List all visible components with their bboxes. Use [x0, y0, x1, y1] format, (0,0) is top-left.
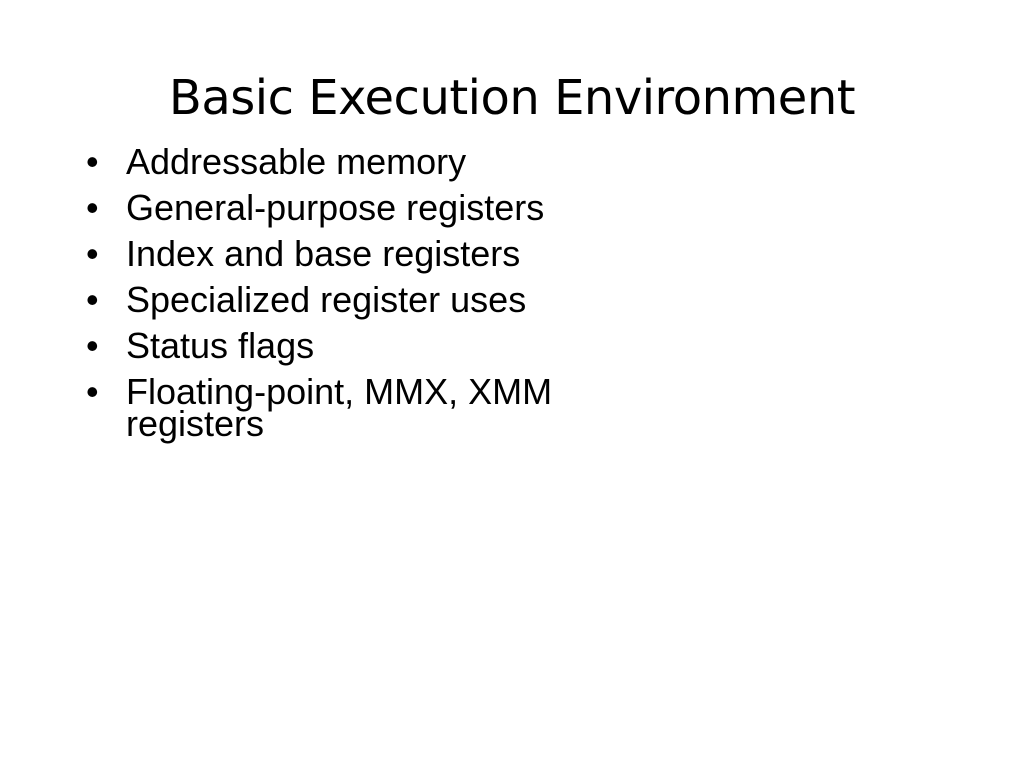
bullet-text: Status flags	[126, 325, 315, 366]
bullet-dot-icon: •	[86, 233, 99, 274]
bullet-text: General-purpose registers	[126, 187, 545, 228]
bullet-text: Specialized register uses	[126, 279, 527, 320]
slide-title: Basic Execution Environment	[168, 70, 856, 126]
bullet-dot-icon: •	[86, 325, 99, 366]
bullet-text: Index and base registers	[126, 233, 521, 274]
bullet-text: Floating-point, MMX, XMM registers	[126, 371, 553, 444]
bullet-text: Addressable memory	[126, 141, 467, 182]
bullet-item-addressable-memory: • Addressable memory	[86, 141, 666, 182]
bullet-item-index-base-registers: • Index and base registers	[86, 233, 666, 274]
bullet-item-floating-point-registers: • Floating-point, MMX, XMM registers	[86, 371, 666, 444]
bullet-item-status-flags: • Status flags	[86, 325, 666, 366]
bullet-dot-icon: •	[86, 187, 99, 228]
bullet-item-general-purpose-registers: • General-purpose registers	[86, 187, 666, 228]
bullet-item-specialized-register-uses: • Specialized register uses	[86, 279, 666, 320]
bullet-dot-icon: •	[86, 371, 99, 412]
bullet-list: • Addressable memory • General-purpose r…	[86, 141, 666, 454]
bullet-dot-icon: •	[86, 141, 99, 182]
bullet-dot-icon: •	[86, 279, 99, 320]
